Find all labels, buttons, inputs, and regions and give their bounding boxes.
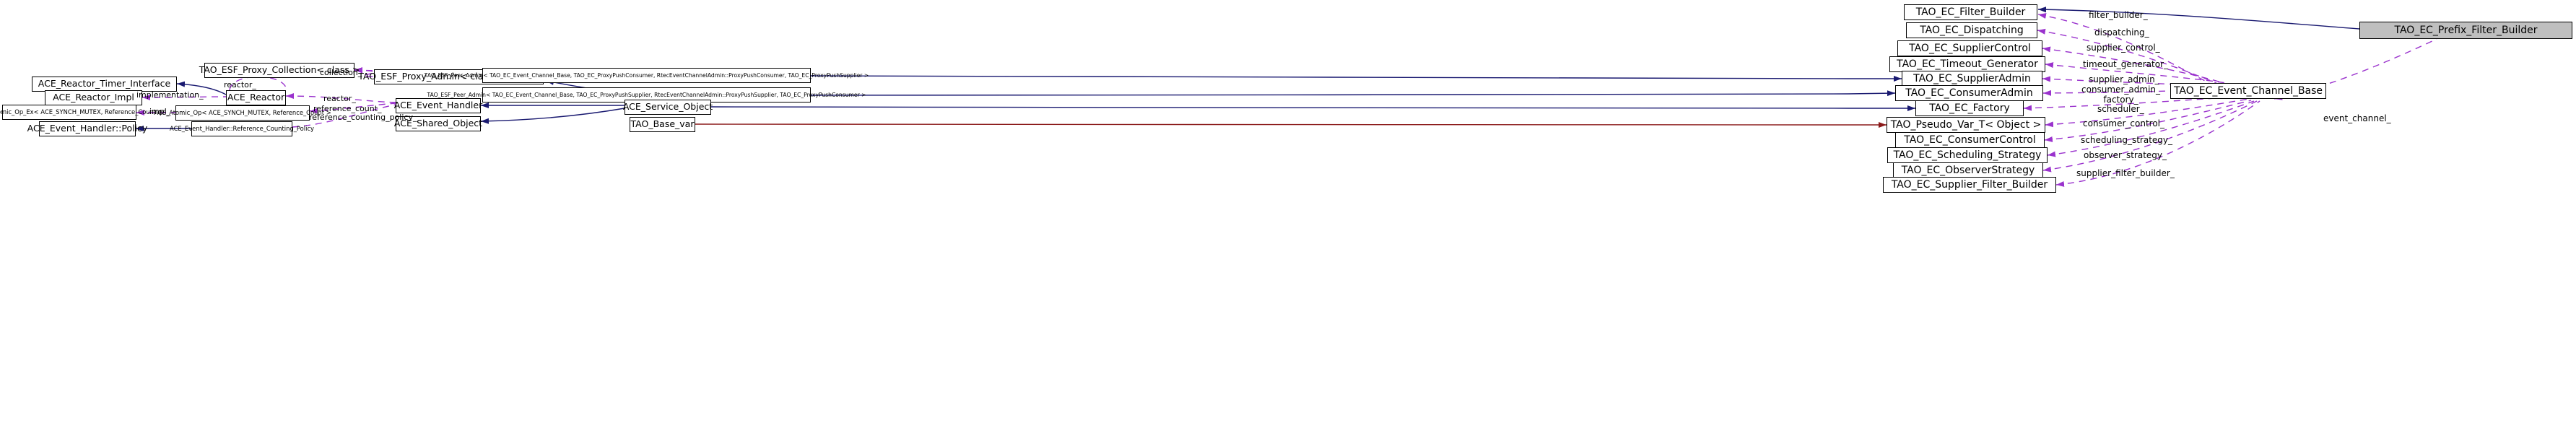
edge-label-lbl_filter_builder: filter_builder_	[2089, 10, 2148, 20]
class-node-filter_builder[interactable]: TAO_EC_Filter_Builder	[1904, 4, 2037, 20]
edge-label-lbl_observer_strategy: observer_strategy_	[2084, 150, 2167, 160]
class-node-supplier_filter_builder[interactable]: TAO_EC_Supplier_Filter_Builder	[1883, 177, 2056, 193]
edge-label-lbl_collection: collection_	[320, 68, 362, 77]
edge-label-lbl_consumer_control: consumer_control_	[2083, 118, 2165, 128]
class-node-esf_proxy_collection[interactable]: TAO_ESF_Proxy_Collection< class >	[199, 63, 360, 78]
class-node-ace_event_handler[interactable]: ACE_Event_Handler	[394, 98, 482, 113]
edge-label-lbl_impl: impl_	[149, 107, 171, 116]
class-node-factory[interactable]: TAO_EC_Factory	[1915, 100, 2024, 116]
class-node-ace_service_object[interactable]: ACE_Service_Object	[623, 100, 713, 115]
edge-label-lbl_supplier_filter_builder: supplier_filter_builder_	[2076, 168, 2175, 178]
class-node-consumer_admin[interactable]: TAO_EC_ConsumerAdmin	[1895, 85, 2043, 101]
class-node-ace_shared_object[interactable]: ACE_Shared_Object	[394, 116, 482, 131]
edge-label-lbl_consumer_admin_factory: consumer_admin_ factory_	[2081, 84, 2161, 105]
edge-label-lbl_reference_counting_policy: reference_counting_policy_	[309, 113, 417, 122]
class-node-consumer_control[interactable]: TAO_EC_ConsumerControl	[1895, 132, 2045, 148]
class-node-ace_reactor[interactable]: ACE_Reactor	[226, 90, 286, 105]
class-node-event_handler_rcp[interactable]: ACE_Event_Handler::Reference_Counting_Po…	[170, 121, 314, 136]
edge-label-lbl_scheduler: scheduler_	[2097, 104, 2144, 114]
class-node-atomic_op_ex[interactable]: ACE_Atomic_Op_Ex< ACE_SYNCH_MUTEX, Refer…	[0, 105, 163, 120]
edge-label-lbl_implementation: implementation_	[136, 90, 204, 100]
edge-label-lbl_reference_count: reference_count_	[313, 104, 382, 113]
class-node-supplier_control[interactable]: TAO_EC_SupplierControl	[1897, 40, 2042, 56]
edge-label-lbl_event_channel: event_channel_	[2323, 113, 2391, 123]
class-node-tao_base_var[interactable]: TAO_Base_var	[630, 117, 695, 132]
class-node-dispatching[interactable]: TAO_EC_Dispatching	[1906, 22, 2037, 38]
edge-label-lbl_supplier_admin: supplier_admin_	[2089, 74, 2159, 84]
edge-label-lbl_reactor_a: reactor_	[224, 80, 256, 90]
class-node-prefix_filter_builder[interactable]: TAO_EC_Prefix_Filter_Builder	[2359, 22, 2572, 39]
class-node-supplier_admin[interactable]: TAO_EC_SupplierAdmin	[1902, 71, 2042, 87]
edge-label-lbl_supplier_control: supplier_control_	[2087, 43, 2160, 53]
class-node-event_channel_base[interactable]: TAO_EC_Event_Channel_Base	[2170, 83, 2326, 99]
edge-label-lbl_dispatching: dispatching_	[2094, 27, 2149, 38]
edge-label-lbl_scheduling_strategy: scheduling_strategy_	[2081, 135, 2173, 145]
class-node-event_handler_policy[interactable]: ACE_Event_Handler::Policy	[27, 121, 147, 136]
class-node-timeout_generator[interactable]: TAO_EC_Timeout_Generator	[1889, 56, 2045, 72]
edge-label-lbl_timeout_generator: timeout_generator_	[2083, 59, 2169, 69]
class-node-reactor_impl[interactable]: ACE_Reactor_Impl	[45, 90, 142, 105]
class-node-esf_peer_admin_1[interactable]: TAO_ESF_Peer_Admin< TAO_EC_Event_Channel…	[425, 68, 869, 83]
class-node-scheduling_strategy[interactable]: TAO_EC_Scheduling_Strategy	[1887, 147, 2048, 163]
class-node-pseudo_var_t[interactable]: TAO_Pseudo_Var_T< Object >	[1887, 117, 2045, 133]
class-node-reactor_timer_interface[interactable]: ACE_Reactor_Timer_Interface	[32, 77, 177, 92]
class-node-observer_strategy[interactable]: TAO_EC_ObserverStrategy	[1893, 162, 2043, 178]
class-node-atomic_op[interactable]: ACE_Atomic_Op< ACE_SYNCH_MUTEX, Referenc…	[154, 105, 331, 121]
edge-label-lbl_reactor_b: reactor_	[323, 94, 356, 103]
